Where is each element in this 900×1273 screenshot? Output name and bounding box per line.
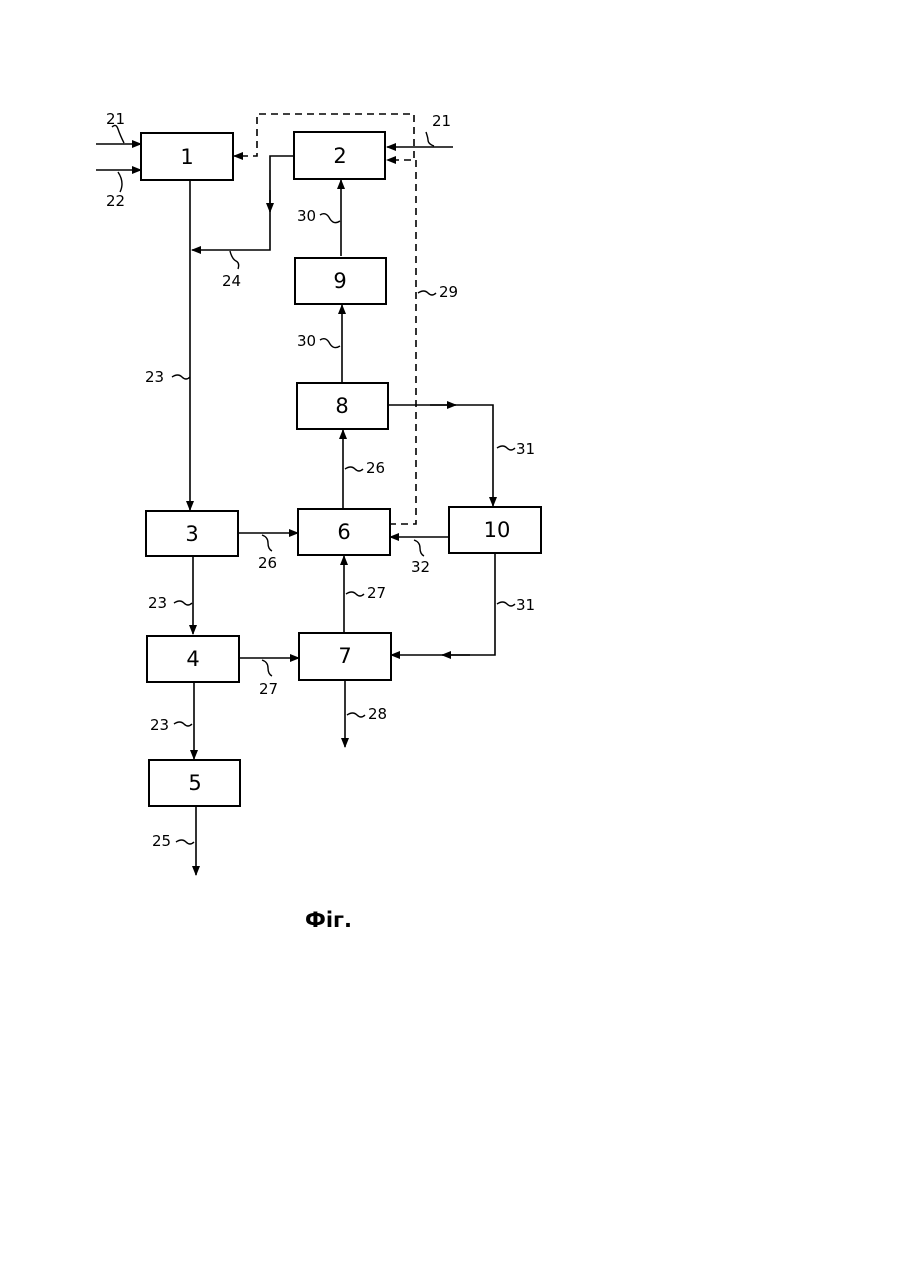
leader-23a — [172, 375, 190, 379]
block-4: 4 — [147, 636, 239, 682]
label-28: 28 — [368, 705, 387, 723]
leader-30b — [320, 339, 340, 348]
block-5: 5 — [149, 760, 240, 806]
block-7: 7 — [299, 633, 391, 680]
block-2: 2 — [294, 132, 385, 179]
leader-24 — [230, 251, 239, 269]
leader-23b — [174, 601, 192, 605]
leader-21b — [426, 132, 434, 146]
leader-27b — [346, 592, 364, 596]
label-31-lower: 31 — [516, 596, 535, 614]
label-27-lower: 27 — [259, 680, 278, 698]
label-29: 29 — [439, 283, 458, 301]
block-10: 10 — [449, 507, 541, 553]
leader-28 — [347, 713, 365, 717]
label-32: 32 — [411, 558, 430, 576]
label-21-right: 21 — [432, 112, 451, 130]
block-8: 8 — [297, 383, 388, 429]
leader-22 — [118, 172, 122, 192]
leader-32 — [414, 540, 424, 556]
figure-caption: Фіг. — [305, 908, 352, 932]
block-9-number: 9 — [333, 269, 346, 293]
label-23-middle: 23 — [148, 594, 167, 612]
label-21-left: 21 — [106, 110, 125, 128]
block-1: 1 — [141, 133, 233, 180]
leader-30a — [320, 214, 340, 223]
leader-26a — [262, 535, 272, 551]
label-22: 22 — [106, 192, 125, 210]
label-26-lower: 26 — [258, 554, 277, 572]
block-10-number: 10 — [484, 518, 511, 542]
block-1-number: 1 — [180, 145, 193, 169]
block-9: 9 — [295, 258, 386, 304]
leader-26b — [345, 467, 363, 471]
label-30-lower: 30 — [297, 332, 316, 350]
block-5-number: 5 — [188, 771, 201, 795]
label-25: 25 — [152, 832, 171, 850]
label-23-lower: 23 — [150, 716, 169, 734]
block-8-number: 8 — [335, 394, 348, 418]
leader-25 — [176, 840, 194, 844]
stream-31-block-8-to-10 — [387, 405, 493, 506]
block-2-number: 2 — [333, 144, 346, 168]
block-6-number: 6 — [337, 520, 350, 544]
leader-21a — [112, 125, 124, 143]
control-line-29 — [387, 160, 416, 524]
block-3: 3 — [146, 511, 238, 556]
block-6: 6 — [298, 509, 390, 555]
label-27-upper: 27 — [367, 584, 386, 602]
leader-23c — [174, 722, 192, 726]
label-30-upper: 30 — [297, 207, 316, 225]
leader-27a — [262, 660, 272, 676]
block-3-number: 3 — [185, 522, 198, 546]
block-7-number: 7 — [338, 644, 351, 668]
leader-31a — [497, 446, 515, 450]
leader-31b — [497, 602, 515, 606]
label-23-upper: 23 — [145, 368, 164, 386]
label-24: 24 — [222, 272, 241, 290]
label-26-upper: 26 — [366, 459, 385, 477]
leader-29 — [418, 291, 436, 295]
label-31-upper: 31 — [516, 440, 535, 458]
stream-31-block-10-to-7 — [391, 553, 495, 655]
block-4-number: 4 — [186, 647, 199, 671]
